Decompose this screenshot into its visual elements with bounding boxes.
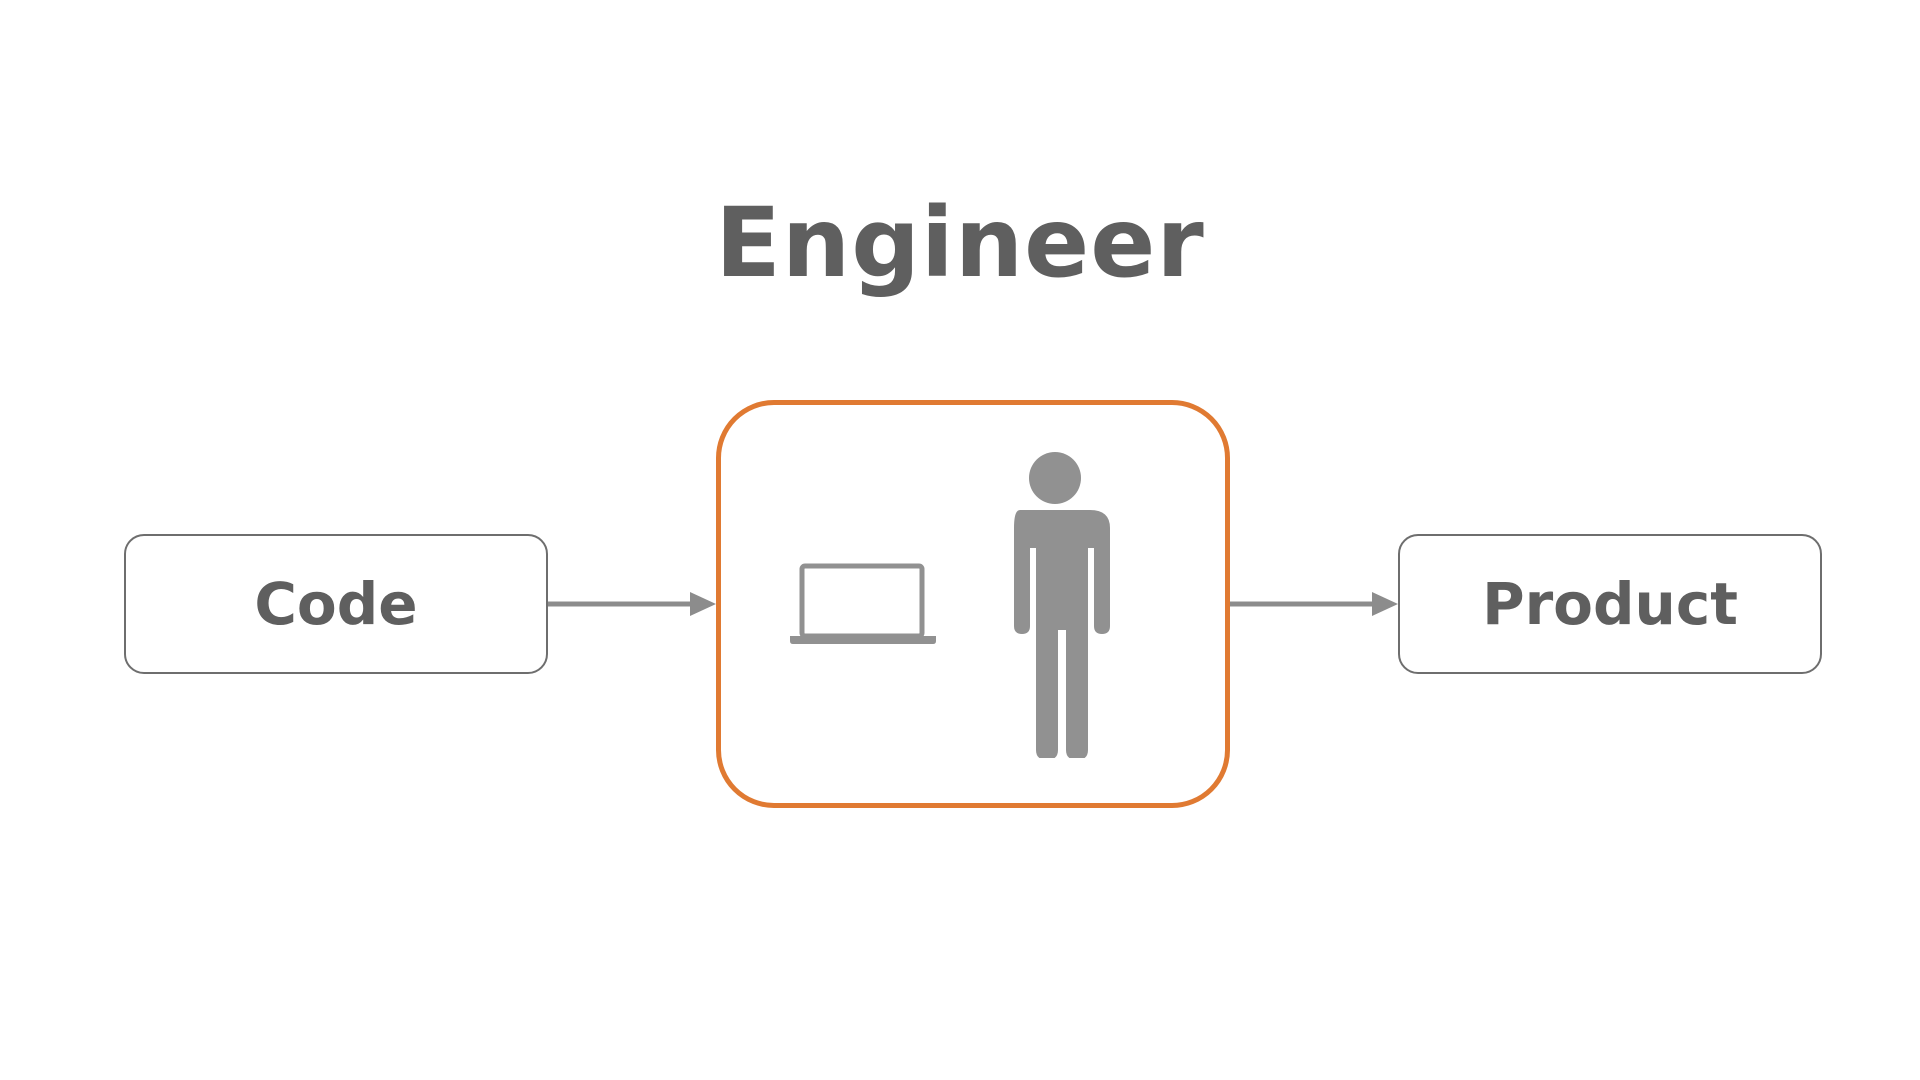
diagram-title: Engineer: [715, 187, 1205, 299]
laptop-icon: [790, 563, 936, 644]
product-box: Product: [1398, 534, 1822, 674]
arrow-code-to-engineer: [548, 592, 716, 616]
product-label: Product: [1482, 570, 1738, 638]
person-icon: [1014, 452, 1110, 758]
arrow-engineer-to-product: [1230, 592, 1398, 616]
code-box: Code: [124, 534, 548, 674]
code-label: Code: [254, 570, 418, 638]
